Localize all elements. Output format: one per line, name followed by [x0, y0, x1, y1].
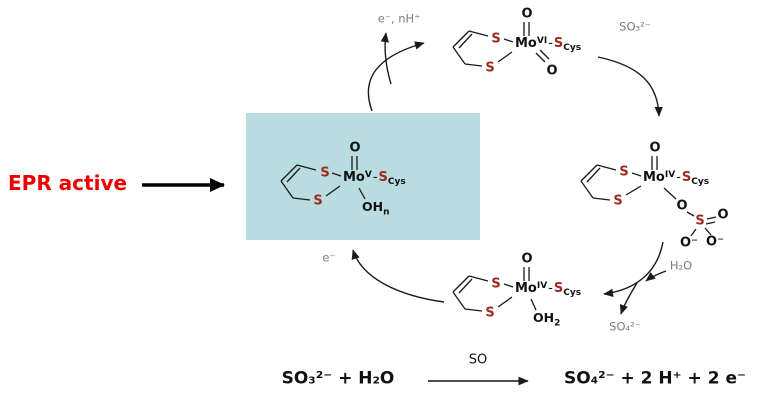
cysteine-sulfur-label: S: [553, 281, 564, 296]
metal-cysteine-label: MoVI-SCys: [515, 37, 581, 53]
cysteine-subscript: Cys: [387, 177, 406, 187]
oxo-oxygen-label: O: [546, 63, 558, 79]
cysteine-sulfur-label: S: [553, 36, 564, 51]
mo-symbol: Mo: [643, 170, 665, 185]
arrow-water-in: [645, 270, 667, 282]
cysteine-subscript: Cys: [563, 43, 582, 53]
epr-active-label: EPR active: [8, 171, 128, 195]
cysteine-sulfur-label: S: [378, 170, 388, 185]
oxo-oxygen-label: O: [349, 140, 361, 156]
arrow-mo4-water-to-mo5: [351, 249, 445, 303]
dithiolene-sulfur-label: S: [485, 305, 495, 321]
dithiolene-sulfur-label: S: [613, 193, 623, 209]
dithiolene-sulfur-label: S: [491, 31, 501, 47]
aqua-ligand-label: OH2: [533, 309, 561, 329]
sulfate-oxygen-minus-label: O⁻: [706, 234, 724, 250]
mo5-bonds: [280, 156, 366, 201]
dithiolene-sulfur-label: S: [313, 193, 323, 209]
equation-right-side: SO₄²⁻ + 2 H⁺ + 2 e⁻: [564, 368, 746, 389]
dithiolene-sulfur-label: S: [485, 60, 495, 76]
dithiolene-sulfur-label: S: [320, 165, 330, 181]
sulfate-oxygen-minus-label: O⁻: [680, 235, 698, 251]
cysteine-sulfur-label: S: [681, 170, 692, 185]
cysteine-subscript: Cys: [691, 177, 710, 187]
oxidation-state: V: [364, 170, 372, 180]
bridging-oxygen-label: O: [676, 198, 688, 214]
cycle-arrows: [351, 32, 667, 315]
arrow-electron-proton-release: [380, 32, 392, 85]
water-in-label: H₂O: [669, 258, 693, 273]
mo-symbol: Mo: [515, 36, 537, 51]
cysteine-subscript: Cys: [563, 288, 582, 298]
mo-symbol: Mo: [515, 281, 537, 296]
arrow-mo4-sulfate-to-mo4-water: [603, 241, 664, 297]
arrow-mo5-to-mo6: [367, 41, 425, 112]
oxidation-state: IV: [536, 281, 548, 291]
oxo-oxygen-label: O: [521, 6, 533, 22]
dithiolene-sulfur-label: S: [491, 276, 501, 292]
oxidation-state: VI: [536, 36, 548, 46]
mo4-water-bonds: [452, 267, 537, 312]
arrow-sulfate-out: [619, 282, 638, 315]
bond-dash: -: [372, 170, 378, 185]
ligand-symbol: OH: [362, 198, 384, 214]
equation-catalyst-label: SO: [468, 352, 488, 368]
bond-dash: -: [548, 281, 553, 296]
ligand-subscript: 2: [554, 318, 561, 329]
arrow-mo6-to-mo4-sulfate: [597, 56, 663, 117]
electron-label: e⁻: [322, 250, 336, 265]
ligand-symbol: OH: [533, 309, 555, 325]
oxo-oxygen-label: O: [521, 251, 533, 267]
oxo-oxygen-label: O: [649, 140, 661, 156]
mo4-sulfate-bonds: [580, 156, 717, 237]
equation-left-side: SO₃²⁻ + H₂O: [281, 368, 395, 389]
sulfate-oxygen-label: O: [717, 207, 729, 223]
mo6-bonds: [452, 22, 550, 67]
sulfate-sulfur-label: S: [695, 213, 705, 229]
dithiolene-sulfur-label: S: [619, 164, 629, 180]
oxidation-state: IV: [664, 170, 676, 180]
electron-proton-label: e⁻, nH⁺: [377, 11, 421, 26]
metal-cysteine-label: MoV-SCys: [343, 171, 406, 187]
sulfite-in-label: SO₃²⁻: [619, 19, 651, 34]
mo-symbol: Mo: [343, 170, 365, 185]
metal-cysteine-label: MoIV-SCys: [515, 282, 581, 298]
sulfate-out-label: SO₄²⁻: [609, 319, 641, 334]
bond-dash: -: [676, 170, 681, 185]
hydroxo-ligand-label: OHn: [362, 198, 390, 218]
ligand-subscript: n: [383, 207, 390, 218]
metal-cysteine-label: MoIV-SCys: [643, 171, 709, 187]
bond-dash: -: [548, 36, 553, 51]
